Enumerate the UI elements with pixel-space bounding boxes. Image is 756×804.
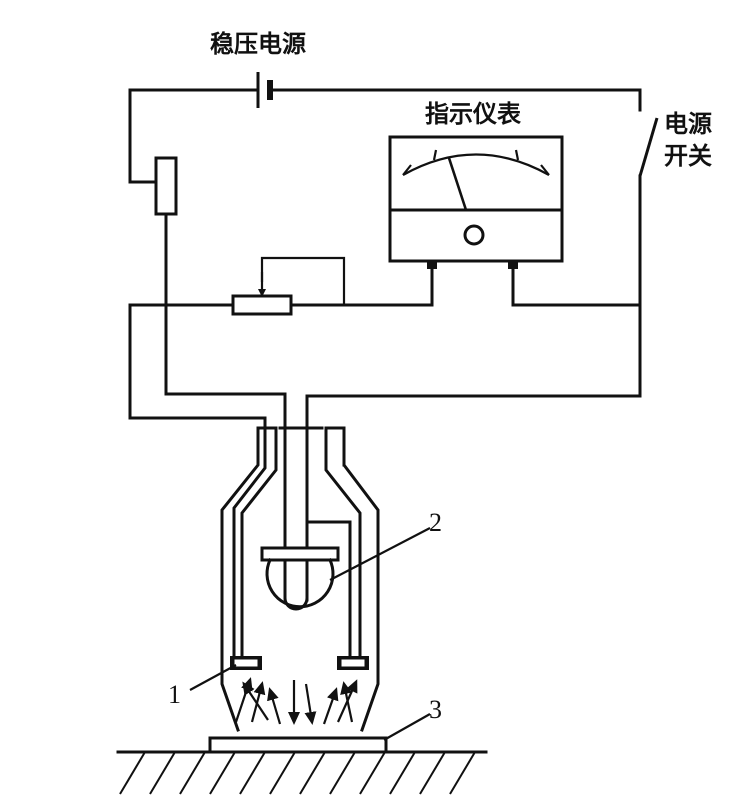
- filament-lead-right: [305, 394, 642, 602]
- callout-1-label: 1: [168, 680, 181, 709]
- meter-label: 指示仪表: [425, 100, 522, 128]
- meter-right-wire: [511, 267, 642, 307]
- emitter-pad-right-inner: [338, 656, 368, 670]
- switch-label-line1: 电源: [664, 110, 712, 138]
- sample-plate: [208, 736, 388, 754]
- emission-arrows: [234, 677, 358, 725]
- callout-2-leader: [329, 527, 431, 581]
- callout-2-label: 2: [429, 508, 442, 537]
- series-resistor: [154, 156, 178, 216]
- power-switch: [638, 117, 659, 177]
- power-supply-label: 稳压电源: [210, 30, 306, 58]
- collector-electrode-right: [305, 426, 362, 662]
- collector-electrode-left: [232, 416, 278, 662]
- meter-left-wire: [289, 267, 434, 307]
- callout-1-leader: [189, 664, 237, 691]
- callout-3-leader: [383, 713, 431, 741]
- collector-wire-left: [128, 303, 267, 420]
- battery-symbol: [256, 72, 273, 108]
- emitter-pad-left-inner: [231, 656, 261, 670]
- filament-bulb: [260, 546, 340, 611]
- callout-3-label: 3: [429, 695, 442, 724]
- switch-label-line2: 开关: [664, 142, 712, 170]
- filament-lead-left: [164, 212, 287, 600]
- ground-hatching: [119, 751, 476, 795]
- indicator-meter: [388, 135, 564, 269]
